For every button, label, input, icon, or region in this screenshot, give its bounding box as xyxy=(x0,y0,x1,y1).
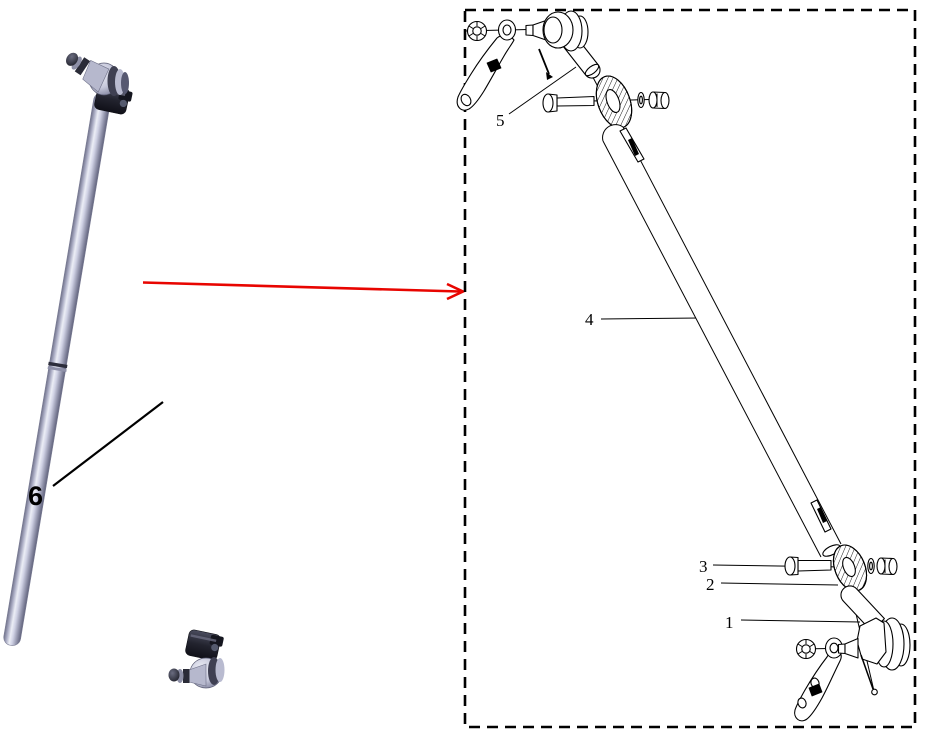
upper-knuckle-arm xyxy=(456,19,517,111)
callout-4-leader xyxy=(600,317,701,320)
reference-arrow xyxy=(142,281,467,301)
clamp-upper xyxy=(595,75,633,129)
upper-ball-stud xyxy=(66,52,110,93)
exploded-view: 5 4 3 2 1 xyxy=(456,10,911,722)
lower-ball-stud-exploded xyxy=(837,637,859,659)
callout-4-label: 4 xyxy=(585,310,594,329)
callout-2-leader xyxy=(720,582,839,586)
assembled-tie-rod-view: 6 xyxy=(3,52,225,689)
lower-cotter-pin xyxy=(860,654,878,696)
clamp-washer-lower xyxy=(867,557,875,575)
part-2-clamp xyxy=(832,544,868,592)
callout-6-label: 6 xyxy=(28,481,43,511)
detail-view-boundary xyxy=(463,8,917,729)
callout-5-label: 5 xyxy=(496,111,505,130)
callout-1-leader xyxy=(740,619,861,623)
part-5-tie-rod-end-upper xyxy=(542,10,601,79)
tie-rod-tube xyxy=(3,92,111,646)
upper-ball-joint xyxy=(66,52,129,96)
callout-3-label: 3 xyxy=(699,557,708,576)
callout-1-label: 1 xyxy=(725,613,734,632)
upper-cotter-pin xyxy=(538,48,553,80)
clamp-washer-upper xyxy=(637,91,645,109)
lower-ball-joint xyxy=(168,657,225,689)
part-3-clamp-bolt xyxy=(784,556,832,576)
part-4-tie-rod-tube xyxy=(602,124,842,558)
tube-joint-band xyxy=(47,361,68,373)
callout-5-leader xyxy=(508,66,577,115)
callout-6-leader xyxy=(52,401,164,487)
clamp-nut-lower xyxy=(876,557,898,576)
callout-2-label: 2 xyxy=(706,575,715,594)
callout-labels: 5 4 3 2 1 xyxy=(496,111,734,632)
lower-clamp xyxy=(185,629,224,661)
clamp-bolt-upper xyxy=(542,93,595,113)
clamp-nut-upper xyxy=(648,91,670,110)
axis-lines xyxy=(463,28,875,692)
part-1-tie-rod-end-lower xyxy=(840,585,911,671)
upper-castle-nut xyxy=(466,20,488,42)
lower-ball-stud xyxy=(168,663,207,687)
lower-castle-nut xyxy=(795,638,817,660)
